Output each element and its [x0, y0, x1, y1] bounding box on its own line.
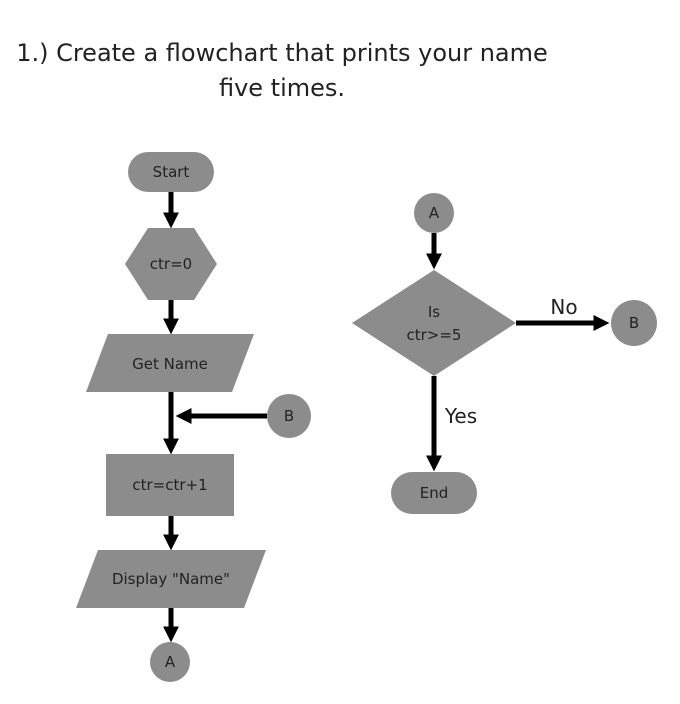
decision-diamond: Is ctr>=5	[352, 270, 516, 376]
increment-label: ctr=ctr+1	[132, 476, 207, 494]
connector-a-in: A	[414, 193, 454, 233]
get-name-label: Get Name	[132, 355, 208, 373]
title-line-1: 1.) Create a flowchart that prints your …	[16, 39, 548, 67]
end-label: End	[420, 484, 449, 502]
no-label: No	[550, 295, 577, 319]
init-preparation: ctr=0	[125, 228, 217, 300]
connector-a-in-label: A	[429, 204, 440, 222]
connector-b-out: B	[611, 300, 657, 346]
start-label: Start	[153, 163, 190, 181]
end-terminator: End	[391, 472, 477, 514]
display-label: Display "Name"	[112, 570, 230, 588]
connector-b-in: B	[267, 394, 311, 438]
page-title: 1.) Create a flowchart that prints your …	[0, 36, 564, 106]
connector-b-out-label: B	[629, 314, 639, 332]
start-terminator: Start	[128, 152, 214, 192]
title-line-2: five times.	[218, 74, 346, 102]
connector-b-in-label: B	[284, 407, 294, 425]
connector-a-out-label: A	[165, 653, 176, 671]
yes-label: Yes	[444, 404, 477, 428]
connector-a-out: A	[150, 642, 190, 682]
decision-label-line-2: ctr>=5	[407, 326, 462, 344]
get-name-input: Get Name	[86, 334, 254, 392]
display-output: Display "Name"	[76, 550, 266, 608]
init-label: ctr=0	[150, 255, 192, 273]
decision-label-line-1: Is	[428, 303, 440, 321]
increment-process: ctr=ctr+1	[106, 454, 234, 516]
